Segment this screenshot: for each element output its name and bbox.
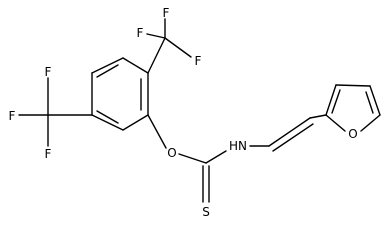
ring-inner-double-bond: [96, 64, 119, 78]
trifluoromethyl-group-upper: F F F: [137, 6, 202, 74]
molecule-structure-diagram: F F F F F F O S HN O: [9, 6, 381, 219]
atom-o-furan: O: [348, 127, 357, 141]
atom-f5: F: [9, 109, 16, 123]
furan-bond-c3-c4: [335, 84, 371, 87]
atom-f3: F: [195, 54, 202, 68]
thiocarbamate-group: O S HN: [147, 114, 247, 219]
bond-vinyl-double: [272, 123, 314, 152]
trifluoromethyl-group-left: F F F: [9, 65, 93, 161]
furan-inner-double-bond: [331, 89, 341, 114]
furan-ring: O: [325, 84, 381, 141]
furan-bond-c4-c5: [369, 85, 381, 116]
bond-ring-o: [147, 114, 167, 149]
bond-vinyl-double: [268, 117, 311, 147]
bond-c-f3: [164, 37, 192, 58]
atom-f4: F: [45, 65, 52, 79]
ring-bond-c3-c4: [122, 114, 149, 131]
atom-nh: HN: [229, 139, 247, 153]
ring-bond-c6-c1: [91, 57, 124, 74]
bond-c-f2: [146, 33, 166, 39]
benzene-ring: [91, 57, 149, 131]
atom-o-ether: O: [167, 146, 176, 160]
bond-c-n: [205, 150, 227, 164]
furan-bond-c5-o: [360, 114, 381, 132]
ring-bond-c1-c2: [122, 57, 149, 74]
furan-bond-o-c2: [325, 114, 346, 132]
bond-ring-cf3-upper: [147, 37, 166, 74]
furan-inner-double-bond: [365, 91, 374, 114]
furan-bond-c2-c3: [325, 84, 337, 116]
atom-f2: F: [137, 26, 144, 40]
bond-vinyl-furan: [309, 114, 327, 119]
vinyl-linker: [249, 114, 327, 152]
ring-bond-c4-c5: [91, 114, 124, 131]
atom-f6: F: [45, 147, 52, 161]
ring-inner-double-bond: [96, 110, 119, 124]
bond-o-c: [178, 153, 207, 164]
atom-f1: F: [163, 6, 170, 20]
atom-s-thione: S: [202, 205, 210, 219]
